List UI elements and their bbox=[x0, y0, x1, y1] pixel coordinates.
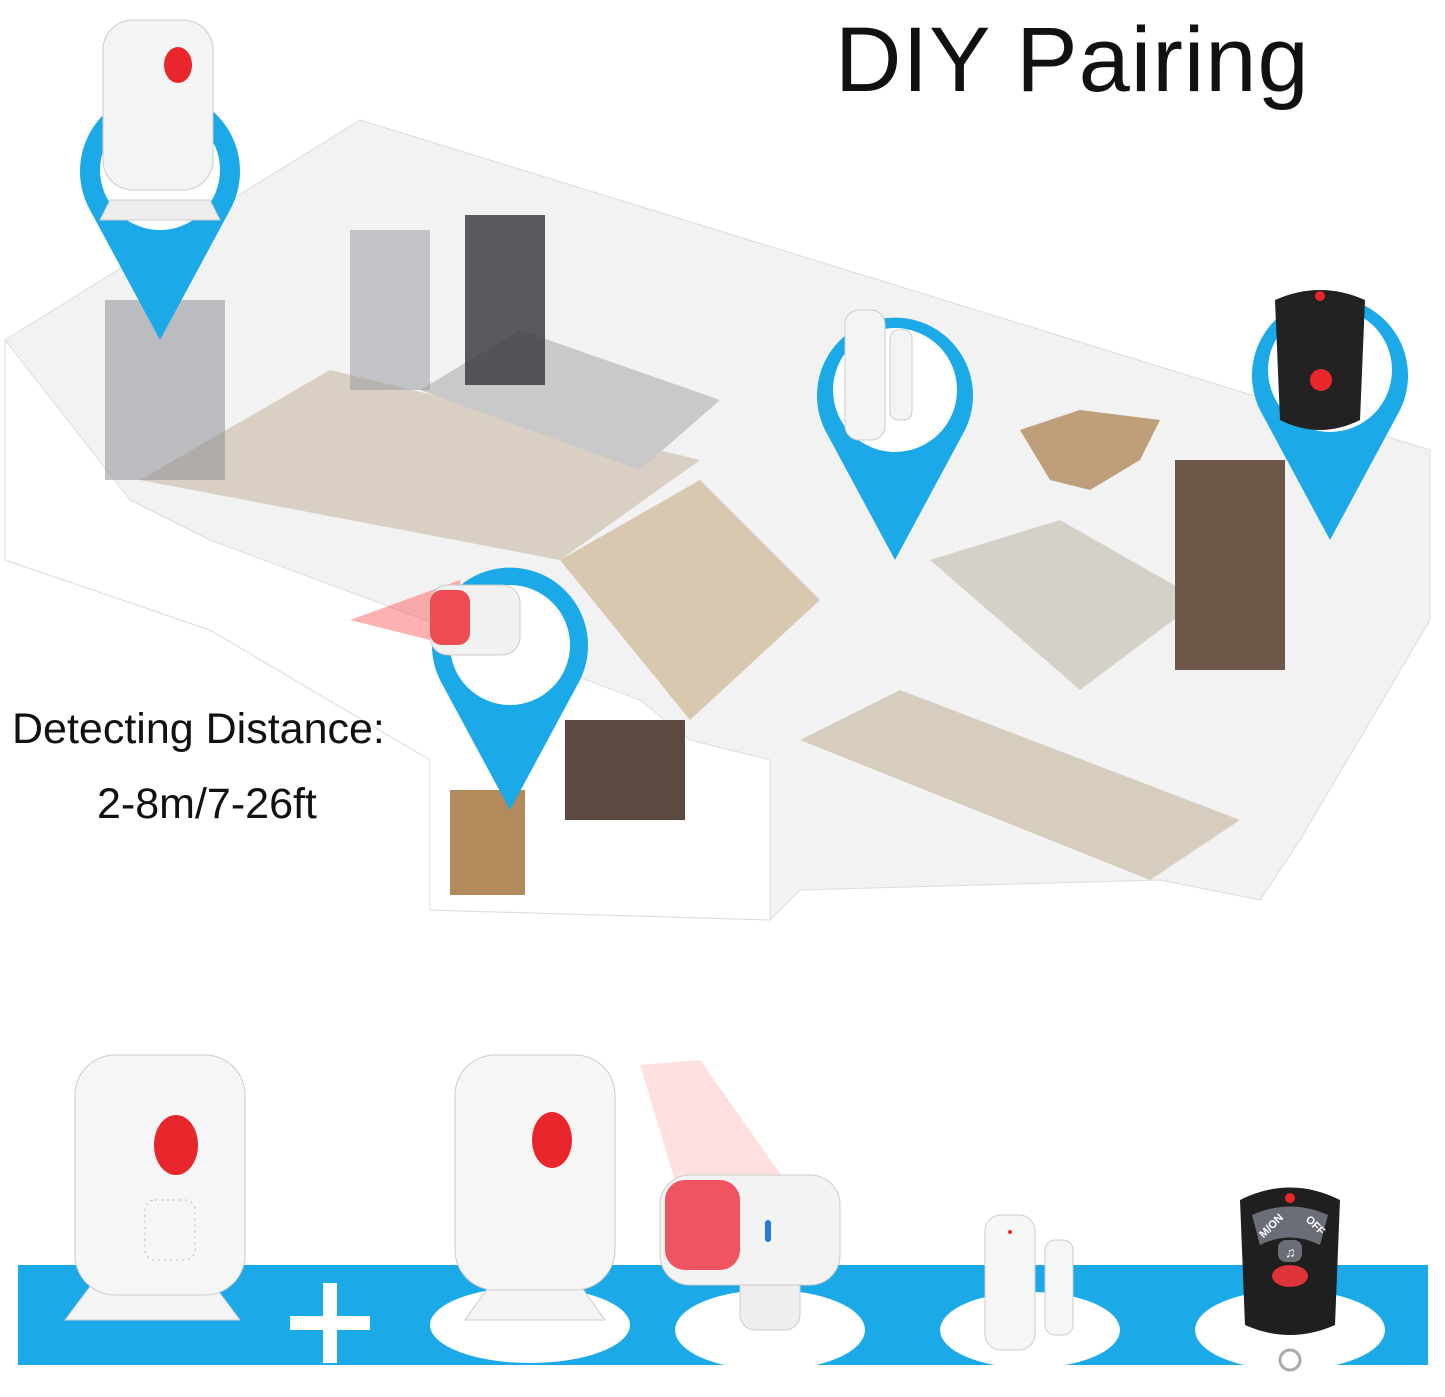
product-door-sensor bbox=[940, 1214, 1120, 1368]
bedroom2-floor bbox=[800, 690, 1240, 880]
bedroom-floor bbox=[930, 520, 1200, 690]
detecting-distance-label: Detecting Distance: bbox=[12, 705, 385, 753]
location-pin-door-sensor bbox=[817, 309, 974, 560]
product-receiver-2 bbox=[430, 1054, 630, 1363]
speaker-button bbox=[1272, 1265, 1308, 1287]
shoe-cabinet bbox=[565, 720, 685, 820]
location-pin-remote bbox=[1252, 290, 1408, 540]
world-map-decal bbox=[1020, 410, 1160, 490]
detecting-distance-value: 2-8m/7-26ft bbox=[97, 780, 317, 828]
bookshelf bbox=[465, 215, 545, 385]
hallway-floor bbox=[560, 480, 820, 720]
product-motion-sensor bbox=[640, 1060, 865, 1370]
floor-plan bbox=[4, 119, 1431, 921]
product-receiver bbox=[64, 1054, 246, 1321]
page-title: DIY Pairing bbox=[835, 9, 1310, 111]
living-room-floor bbox=[140, 370, 700, 560]
wardrobe bbox=[1175, 460, 1285, 670]
location-pin-motion-sensor bbox=[350, 567, 588, 810]
keyring-icon bbox=[1278, 1348, 1302, 1372]
product-remote: M/ON OFF ♫ bbox=[1195, 1187, 1385, 1372]
music-note-icon: ♫ bbox=[1285, 1244, 1296, 1260]
music-button bbox=[1278, 1240, 1302, 1262]
location-pin-receiver bbox=[79, 19, 240, 340]
front-door bbox=[450, 790, 525, 895]
curtain-2 bbox=[350, 230, 430, 390]
plus-icon bbox=[290, 1283, 370, 1363]
